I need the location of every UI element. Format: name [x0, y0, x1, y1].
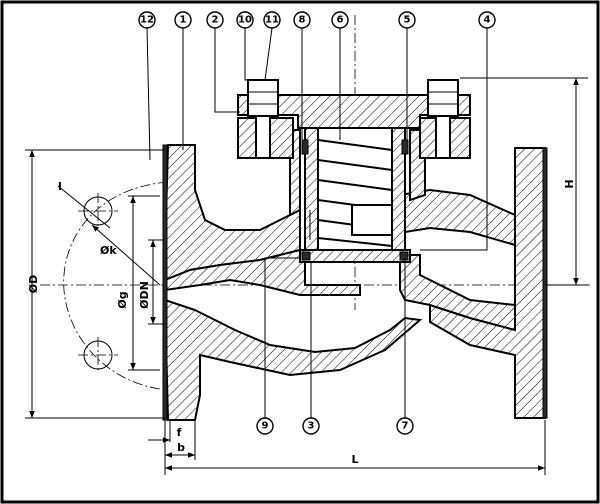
- svg-text:8: 8: [299, 15, 306, 26]
- svg-text:9: 9: [262, 421, 269, 432]
- dim-l: l: [57, 180, 111, 229]
- balloon-row-top: 12 1 2 10 11 8 6: [138, 11, 496, 251]
- balloon-1: 1: [174, 11, 192, 150]
- balloon-3: 3: [302, 262, 320, 435]
- svg-text:ØDN: ØDN: [138, 281, 151, 309]
- balloon-8: 8: [293, 11, 311, 140]
- svg-text:11: 11: [265, 15, 279, 26]
- svg-text:3: 3: [308, 421, 315, 432]
- svg-text:f: f: [177, 426, 182, 439]
- balloon-12: 12: [138, 11, 156, 161]
- flange-bolt-circle: [63, 181, 169, 391]
- dim-phi-D: ØD: [25, 149, 165, 419]
- balloon-row-bottom: 9 3 7: [256, 257, 414, 435]
- dim-phi-DN: ØDN: [138, 239, 165, 325]
- cover: [237, 94, 471, 159]
- dim-b: b: [165, 420, 196, 460]
- balloon-9: 9: [256, 257, 300, 435]
- dim-f: f: [148, 420, 182, 443]
- balloon-5: 5: [398, 11, 416, 140]
- bolts: [247, 79, 459, 159]
- svg-text:Øk: Øk: [100, 244, 117, 257]
- right-gasket: [542, 147, 548, 419]
- disc-seat: [299, 249, 411, 263]
- dim-phi-g: Øg: [116, 195, 160, 371]
- left-gasket: [162, 144, 168, 421]
- guide-sleeve: [351, 204, 393, 236]
- svg-text:4: 4: [484, 15, 491, 26]
- left-nut: [247, 79, 279, 117]
- left-flange-lower: [163, 298, 423, 421]
- disc-housing: [304, 127, 406, 257]
- seat-wall-left: [164, 248, 361, 296]
- svg-text:H: H: [563, 179, 576, 188]
- svg-text:Øg: Øg: [116, 291, 129, 308]
- dim-H: H: [460, 77, 588, 286]
- seat-wall-right: [399, 254, 516, 332]
- right-stud: [435, 115, 451, 159]
- svg-text:b: b: [177, 441, 185, 454]
- balloon-11: 11: [263, 11, 281, 81]
- svg-text:12: 12: [140, 15, 154, 26]
- svg-text:2: 2: [212, 15, 219, 26]
- svg-text:l: l: [58, 180, 62, 193]
- svg-text:10: 10: [238, 15, 252, 26]
- balloon-10: 10: [236, 11, 255, 81]
- disc-assembly: [299, 127, 411, 263]
- svg-text:1: 1: [180, 15, 187, 26]
- svg-text:7: 7: [402, 421, 409, 432]
- right-nut: [427, 79, 459, 117]
- balloon-2: 2: [206, 11, 240, 113]
- svg-text:5: 5: [404, 15, 411, 26]
- balloon-6: 6: [331, 11, 349, 140]
- svg-text:L: L: [351, 453, 358, 466]
- dim-L: L: [164, 420, 546, 475]
- dim-phi-k: Øk: [91, 224, 161, 286]
- balloon-4: 4: [420, 11, 496, 251]
- right-upper-wall: [398, 188, 516, 247]
- balloon-7: 7: [396, 258, 414, 435]
- left-stud: [255, 115, 271, 159]
- svg-text:ØD: ØD: [27, 275, 40, 293]
- svg-text:6: 6: [337, 15, 344, 26]
